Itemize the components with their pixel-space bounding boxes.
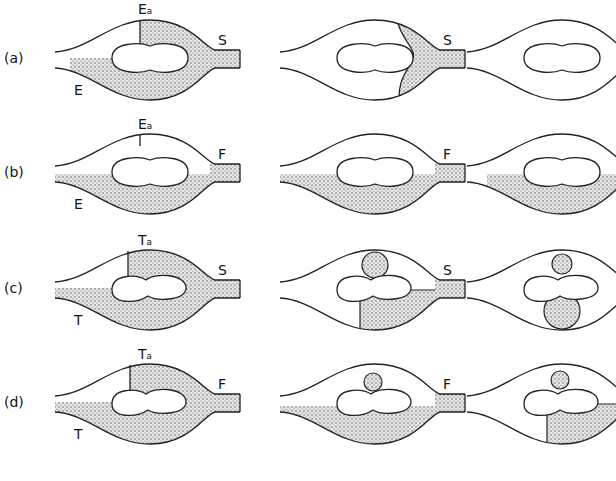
vein-outline xyxy=(280,250,465,330)
cell-outline xyxy=(524,275,598,301)
cell-outline xyxy=(112,275,186,301)
cell-outline xyxy=(524,389,598,415)
stipple-circle xyxy=(364,373,382,391)
stipple-circle xyxy=(362,252,388,278)
row-label: (b) xyxy=(4,164,24,180)
row-label: (c) xyxy=(4,280,23,296)
cell-outline xyxy=(337,275,411,301)
vein-panel xyxy=(280,238,475,348)
vein-outline xyxy=(280,20,465,100)
segment-label: S xyxy=(218,32,227,48)
vein-panel xyxy=(280,8,475,108)
vein-outline xyxy=(467,250,616,330)
vein-panel xyxy=(55,238,250,338)
vein-outline xyxy=(55,364,240,444)
segment-label: S xyxy=(443,32,452,48)
vein-outline xyxy=(280,134,465,214)
stipple-region xyxy=(210,122,250,177)
stipple-region xyxy=(435,352,475,407)
stipple-region xyxy=(280,406,475,456)
cell-outline xyxy=(112,158,188,186)
cell-outline xyxy=(337,389,411,415)
vein-panel xyxy=(280,122,475,224)
vein-outline xyxy=(467,364,616,444)
stipple-circle xyxy=(551,371,569,389)
region-label: E xyxy=(74,196,83,212)
region-label: T xyxy=(74,426,83,442)
cell-outline xyxy=(524,44,600,72)
boundary-line xyxy=(139,134,140,146)
vein-outline xyxy=(55,250,240,330)
region-label: Tₐ xyxy=(138,346,152,362)
segment-label: F xyxy=(218,376,226,392)
vein-outline xyxy=(467,20,616,100)
vein-panel xyxy=(467,364,616,462)
vein-panel xyxy=(280,352,475,456)
cell-outline xyxy=(337,158,413,186)
segment-label: S xyxy=(443,262,452,278)
vein-panel xyxy=(55,8,250,108)
segment-label: F xyxy=(443,376,451,392)
stipple-region xyxy=(435,122,475,177)
row-label: (d) xyxy=(4,394,24,410)
vein-outline xyxy=(280,364,465,444)
cell-outline xyxy=(112,389,186,415)
stipple-region xyxy=(435,238,475,293)
cell-outline xyxy=(112,44,188,72)
segment-label: S xyxy=(218,262,227,278)
cell-outline xyxy=(524,158,600,186)
vein-outline xyxy=(55,134,240,214)
vein-panel xyxy=(467,250,616,330)
row-label: (a) xyxy=(4,50,24,66)
boundary-line xyxy=(127,251,128,277)
stipple-circle xyxy=(552,254,572,274)
region-label: T xyxy=(74,312,83,328)
boundary-line xyxy=(139,20,140,44)
boundary-line xyxy=(129,365,130,391)
region-label: Tₐ xyxy=(138,232,152,248)
vein-outline xyxy=(467,134,616,214)
vein-panel xyxy=(55,122,250,224)
vein-panel xyxy=(467,20,616,100)
region-label: Eₐ xyxy=(138,1,152,17)
segment-label: F xyxy=(443,146,451,162)
region-label: Eₐ xyxy=(138,116,152,132)
region-label: E xyxy=(74,82,83,98)
vein-outline xyxy=(55,20,240,100)
cell-outline xyxy=(337,44,413,72)
segment-label: F xyxy=(218,146,226,162)
vein-panel xyxy=(467,134,616,224)
vein-panel xyxy=(55,352,250,452)
